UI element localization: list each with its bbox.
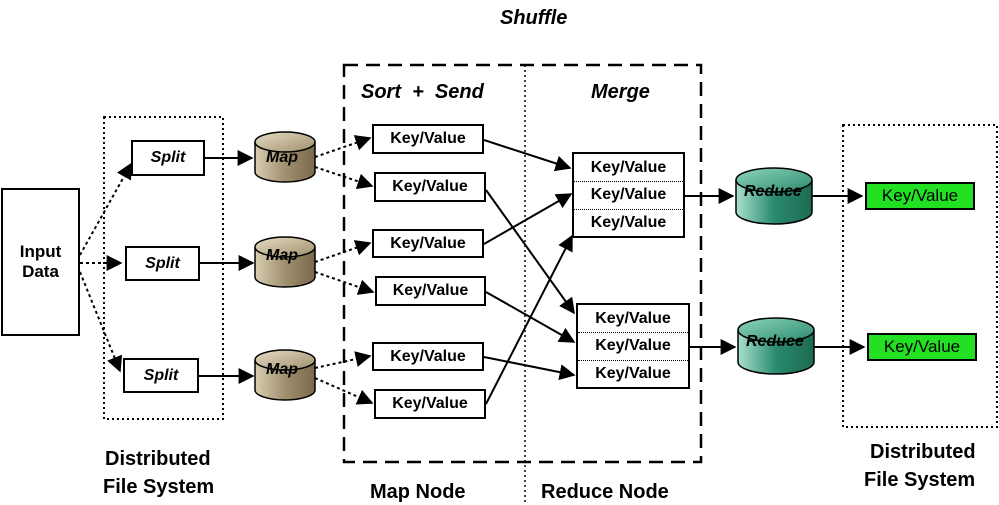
map-label-3: Map	[266, 361, 298, 378]
arrow-map1-kv1	[314, 135, 372, 158]
map-label-1: Map	[266, 149, 298, 166]
dfs-left-label-line1: Distributed	[105, 448, 211, 470]
map-cylinder-1	[254, 131, 316, 183]
shuffle-region	[342, 63, 703, 464]
dfs-left-region	[103, 116, 224, 420]
arrow-kv1-merge1	[483, 139, 572, 172]
merge-stack-1-item: Key/Value	[590, 158, 667, 176]
arrow-kv3-merge1	[483, 193, 573, 245]
map-cylinder-3	[254, 349, 316, 401]
arrow-map2-kv4	[314, 271, 375, 295]
merge-label: Merge	[591, 81, 650, 103]
output-kv-box-1: Key/Value	[865, 182, 975, 210]
merge-stack-1: Key/Value Key/Value Key/Value	[572, 152, 685, 238]
shuffle-title: Shuffle	[500, 7, 568, 29]
dfs-left-label-line2: File System	[103, 476, 215, 498]
merge-stack-2-item: Key/Value	[578, 359, 688, 387]
dfs-right-region	[842, 124, 998, 428]
map-label-2: Map	[266, 247, 298, 264]
kv-box-5: Key/Value	[372, 342, 484, 371]
dfs-right-label-line2: File System	[864, 469, 976, 491]
arrow-map1-kv2	[314, 166, 374, 190]
kv-box-2: Key/Value	[374, 172, 486, 202]
kv-box-4: Key/Value	[375, 276, 486, 306]
arrow-kv5-merge2	[483, 356, 576, 381]
output-kv-box-2: Key/Value	[867, 333, 977, 361]
arrow-kv2-merge2	[485, 189, 575, 315]
merge-stack-1-item: Key/Value	[574, 181, 683, 208]
reduce-label-1: Reduce	[744, 183, 802, 200]
arrow-map3-kv5	[314, 351, 372, 369]
reduce-node-label: Reduce Node	[541, 481, 669, 503]
arrow-kv6-merge1	[485, 234, 573, 405]
input-data-line2: Data	[22, 262, 59, 281]
reduce-label-2: Reduce	[746, 333, 804, 350]
merge-stack-2-item: Key/Value	[595, 309, 671, 327]
arrow-input-split3	[79, 271, 123, 373]
dfs-right-label-line1: Distributed	[870, 441, 976, 463]
merge-stack-1-item: Key/Value	[574, 208, 683, 236]
map-cylinder-2	[254, 236, 316, 288]
sort-send-label: Sort + Send	[361, 81, 484, 103]
merge-stack-2-item: Key/Value	[578, 332, 688, 359]
map-node-label: Map Node	[370, 481, 466, 503]
kv-box-1: Key/Value	[372, 124, 484, 154]
split-box-2: Split	[125, 246, 200, 281]
kv-box-6: Key/Value	[374, 389, 486, 419]
split-box-3: Split	[123, 358, 199, 393]
arrow-input-split1	[79, 162, 132, 256]
reduce-cylinder-2	[737, 317, 815, 375]
arrow-map3-kv6	[314, 377, 374, 405]
input-data-box: Input Data	[1, 188, 80, 336]
kv-box-3: Key/Value	[372, 229, 484, 258]
arrow-map2-kv3	[314, 240, 372, 263]
split-box-1: Split	[131, 140, 205, 176]
reduce-cylinder-1	[735, 167, 813, 225]
merge-stack-2: Key/Value Key/Value Key/Value	[576, 303, 690, 389]
input-data-line1: Input	[19, 241, 62, 261]
